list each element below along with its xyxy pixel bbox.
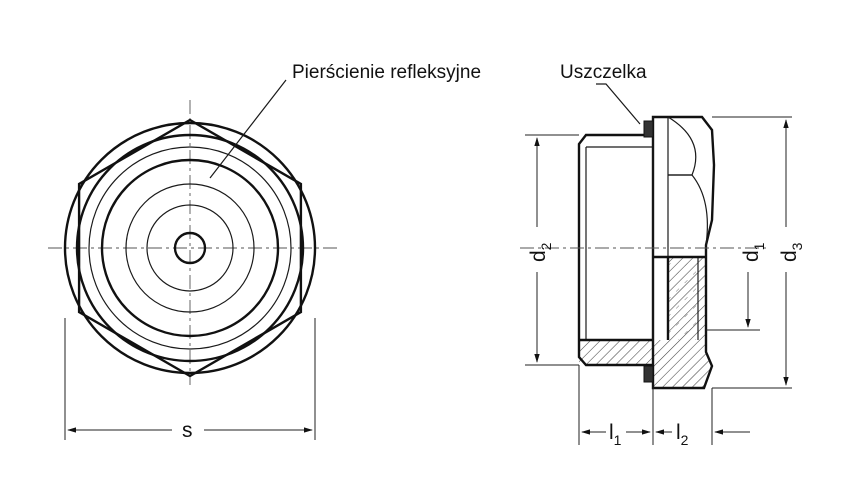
seal-label: Uszczelka (560, 62, 647, 83)
reflective-rings-label: Pierścienie refleksyjne (292, 62, 481, 83)
d1-dimension-label: d1 (740, 242, 767, 262)
hex-inscribed-circle (75, 133, 305, 363)
hex-facet-upper (667, 116, 697, 176)
side-view: Uszczelka d2 d1 d3 l1 l2 (520, 62, 805, 448)
outer-circle (63, 121, 317, 375)
thread-section-hatch (579, 340, 653, 365)
ring-2 (100, 158, 280, 338)
reflective-ring-outer (125, 183, 255, 313)
l1-dimension-label: l1 (609, 421, 622, 448)
sight-glass-hatch (668, 257, 698, 340)
seal-bottom (643, 365, 654, 383)
reflective-rings-leader (209, 79, 287, 179)
hex-facet-lower (668, 174, 708, 246)
hexagon-outline (77, 118, 303, 378)
seal-leader (596, 83, 641, 125)
ring-1 (88, 146, 292, 350)
center-hole (173, 231, 207, 265)
thread-body-outline (577, 133, 653, 367)
d2-dimension-label: d2 (527, 242, 554, 262)
front-view: Pierścienie refleksyjne s (48, 62, 481, 442)
d3-dimension-label: d3 (778, 242, 805, 262)
l2-dimension-label: l2 (676, 421, 689, 448)
reflective-ring-inner (146, 204, 234, 292)
seal-top (643, 120, 654, 138)
s-dimension-label: s (182, 419, 193, 442)
